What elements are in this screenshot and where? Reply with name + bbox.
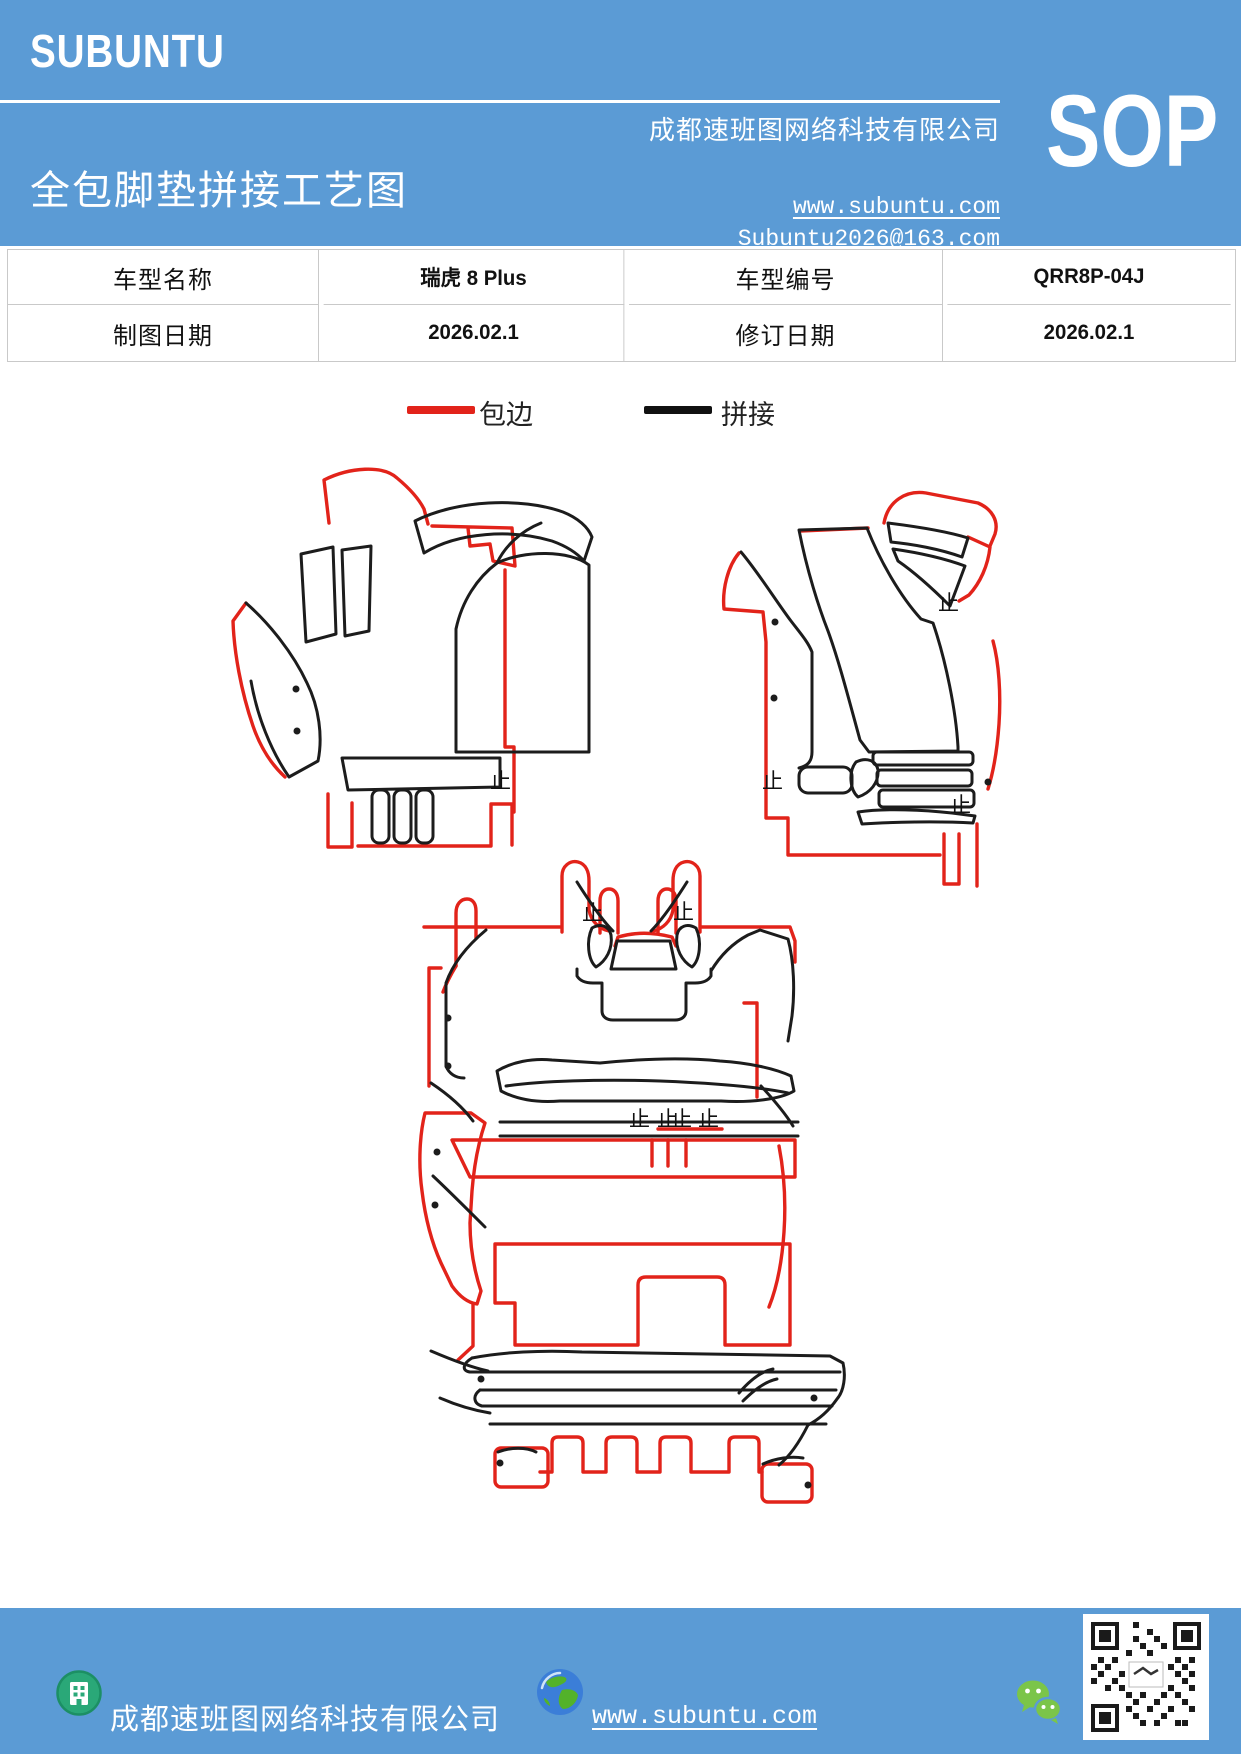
driver-mat-group: 止 (231, 467, 594, 849)
driver-mat-edge-lines (231, 467, 517, 849)
model-name-label: 车型名称 (8, 250, 319, 305)
header-website-link[interactable]: www.subuntu.com (792, 194, 1000, 220)
header-email: Subuntu2026@163.com (737, 226, 1000, 252)
globe-icon (537, 1669, 583, 1715)
stop-mark: 止 (698, 1107, 719, 1131)
header-band: SUBUNTU 全包脚垫拼接工艺图 成都速班图网络科技有限公司 www.subu… (0, 0, 1241, 252)
draw-date-value: 2026.02.1 (324, 305, 625, 361)
driver-mat-splice-lines (244, 501, 594, 845)
model-name-value: 瑞虎 8 Plus (323, 250, 625, 305)
stop-mark: 止 (950, 793, 971, 817)
mat-diagram-svg: 止 (231, 467, 1002, 1504)
brand-logo: SUBUNTU (30, 25, 225, 77)
legend: 包边 拼接 (0, 396, 1241, 436)
legend-splice-label: 拼接 (721, 400, 775, 430)
footer-company-name: 成都速班图网络科技有限公司 (110, 1704, 501, 1736)
model-code-label: 车型编号 (629, 250, 943, 305)
passenger-mat-edge-lines (721, 490, 1002, 888)
company-building-icon (56, 1670, 102, 1716)
qr-code (1083, 1614, 1209, 1740)
rear-mat-dots (431, 1014, 818, 1489)
wechat-icon (1017, 1680, 1063, 1724)
stop-mark: 止 (673, 900, 694, 924)
mat-process-diagram: 止 (0, 405, 1241, 1515)
stop-mark: 止 (490, 769, 511, 793)
passenger-mat-dots (770, 618, 992, 786)
footer-website-link[interactable]: www.subuntu.com (592, 1702, 818, 1731)
legend-edge-swatch (407, 406, 475, 414)
rear-mat-group: 止 止 止 止 止 止 (418, 859, 846, 1504)
header-company-name: 成都速班图网络科技有限公司 (648, 116, 1000, 145)
passenger-mat-splice-lines (739, 521, 977, 826)
header-divider (0, 100, 1000, 103)
model-code-value: QRR8P-04J (947, 250, 1231, 305)
stop-mark: 止 (657, 1107, 678, 1131)
draw-date-label: 制图日期 (8, 305, 319, 361)
vehicle-info-table: 车型名称 瑞虎 8 Plus 车型编号 QRR8P-04J 制图日期 2026.… (7, 249, 1236, 362)
stop-mark: 止 (938, 591, 959, 615)
revise-date-value: 2026.02.1 (1043, 321, 1135, 344)
rear-mat-edge-lines (418, 859, 814, 1504)
rear-mat-splice-lines (429, 880, 846, 1467)
stop-mark: 止 (762, 769, 783, 793)
stop-mark: 止 (582, 901, 603, 925)
stop-mark: 止 (671, 1107, 692, 1131)
sop-label: SOP (1046, 74, 1219, 188)
page-title: 全包脚垫拼接工艺图 (30, 168, 408, 213)
revise-date-label: 修订日期 (629, 305, 943, 361)
driver-mat-dots (292, 685, 301, 735)
stop-mark: 止 (629, 1107, 650, 1131)
legend-edge-label: 包边 (479, 400, 533, 430)
passenger-mat-group: 止 止 止 (721, 490, 1002, 888)
legend-splice-swatch (644, 406, 712, 414)
